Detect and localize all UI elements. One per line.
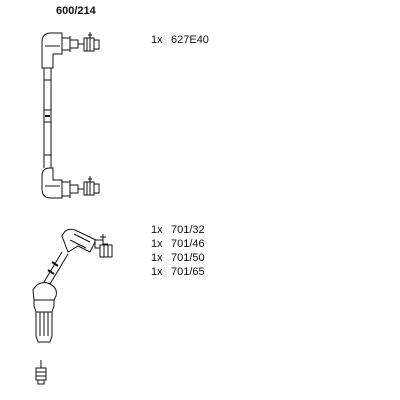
part-row: 1x 701/32 bbox=[151, 223, 205, 237]
head-terminal bbox=[94, 234, 113, 258]
part-row: 1x 627E40 bbox=[151, 33, 209, 47]
kit-number-title: 600/214 bbox=[56, 5, 96, 17]
ignition-lead-coil bbox=[32, 228, 113, 385]
ignition-lead-straight bbox=[41, 32, 100, 199]
part-quantity: 1x bbox=[151, 266, 163, 278]
part-code: 701/65 bbox=[171, 266, 205, 278]
plug-terminal bbox=[35, 360, 47, 385]
part-code: 701/50 bbox=[171, 252, 205, 264]
part-quantity: 1x bbox=[151, 224, 163, 236]
bottom-terminal bbox=[69, 176, 100, 196]
top-terminal bbox=[69, 32, 100, 52]
parts-list-lead-1: 1x 627E40 bbox=[151, 33, 209, 47]
bottom-angled-boot bbox=[41, 167, 71, 199]
part-row: 1x 701/46 bbox=[151, 237, 205, 251]
part-code: 701/46 bbox=[171, 238, 205, 250]
part-code: 701/32 bbox=[171, 224, 205, 236]
part-quantity: 1x bbox=[151, 252, 163, 264]
top-angled-boot bbox=[41, 32, 71, 69]
plug-boot bbox=[32, 282, 57, 343]
cable bbox=[43, 68, 52, 168]
part-code: 627E40 bbox=[171, 34, 209, 46]
part-quantity: 1x bbox=[151, 238, 163, 250]
diagonal-cable bbox=[43, 251, 69, 285]
part-quantity: 1x bbox=[151, 34, 163, 46]
part-row: 1x 701/50 bbox=[151, 251, 205, 265]
head-angled-boot bbox=[61, 228, 97, 253]
parts-list-lead-2: 1x 701/32 1x 701/46 1x 701/50 1x 701/65 bbox=[151, 223, 205, 279]
part-row: 1x 701/65 bbox=[151, 265, 205, 279]
